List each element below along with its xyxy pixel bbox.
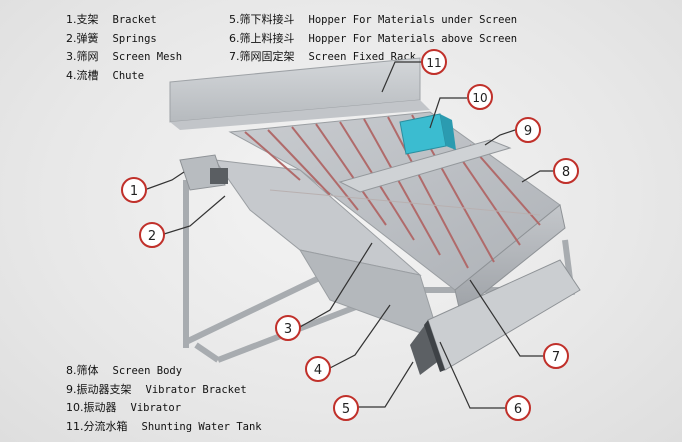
svg-text:2: 2 xyxy=(148,229,156,244)
svg-text:4: 4 xyxy=(314,363,322,378)
svg-text:1: 1 xyxy=(130,184,138,199)
callout-9: 9 xyxy=(515,117,541,143)
callout-11: 11 xyxy=(421,49,447,75)
callout-8: 8 xyxy=(553,158,579,184)
svg-text:11: 11 xyxy=(426,56,441,70)
callout-4: 4 xyxy=(305,356,331,382)
callout-5: 5 xyxy=(333,395,359,421)
vibrator-bracket xyxy=(338,139,512,193)
springs-block xyxy=(179,154,228,191)
hopper-above-screen xyxy=(424,259,581,372)
hopper-under-screen xyxy=(410,325,440,375)
shunting-water-tank xyxy=(169,57,430,130)
svg-text:9: 9 xyxy=(524,124,532,139)
svg-text:6: 6 xyxy=(514,402,522,417)
vibrator xyxy=(399,113,456,155)
callout-10: 10 xyxy=(467,84,493,110)
callout-6: 6 xyxy=(505,395,531,421)
svg-text:8: 8 xyxy=(562,165,570,180)
svg-text:5: 5 xyxy=(342,402,350,417)
svg-text:10: 10 xyxy=(472,91,487,105)
callout-7: 7 xyxy=(543,343,569,369)
callout-2: 2 xyxy=(139,222,165,248)
svg-text:3: 3 xyxy=(284,322,292,337)
spring-icon xyxy=(210,168,228,184)
callout-lines xyxy=(146,61,553,409)
callout-1: 1 xyxy=(121,177,147,203)
svg-text:7: 7 xyxy=(552,350,560,365)
callout-3: 3 xyxy=(275,315,301,341)
